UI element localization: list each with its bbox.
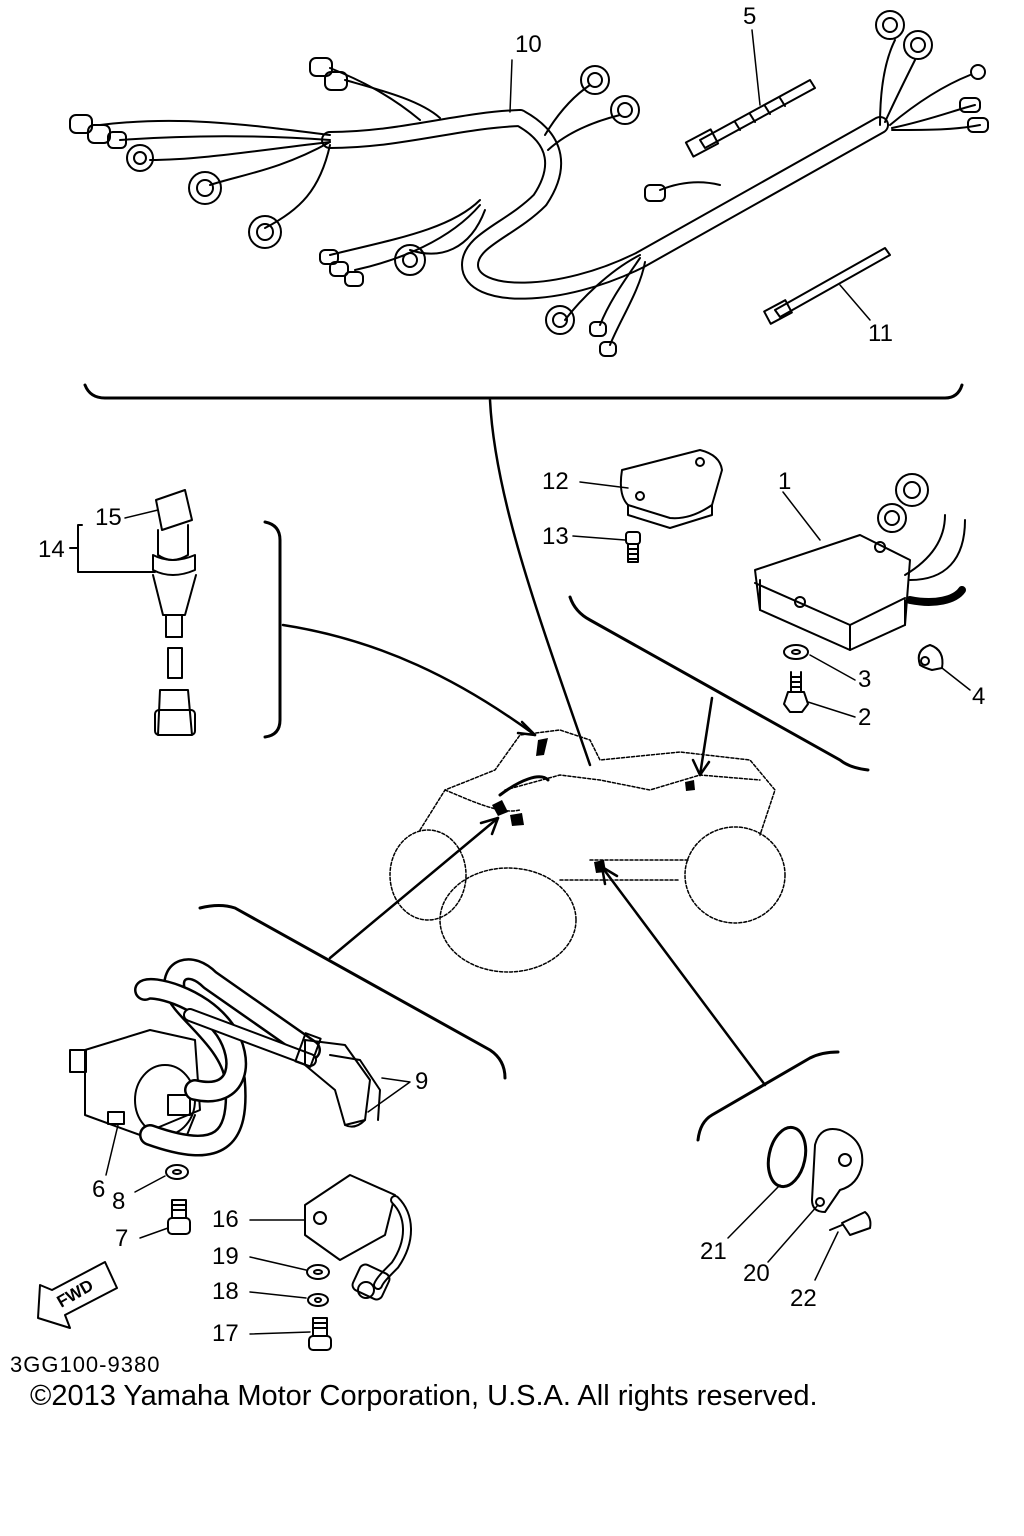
- sensor-bracket: [698, 1052, 838, 1140]
- atv-outline: [390, 730, 785, 972]
- high-tension-leads: [145, 969, 310, 1145]
- callout-6: 6: [92, 1176, 106, 1203]
- callout-21: 21: [700, 1238, 727, 1265]
- washer-3: [784, 645, 808, 659]
- diagram-code: 3GG100-9380: [10, 1352, 161, 1377]
- bolt-2: [784, 672, 808, 712]
- fwd-arrow: [38, 1262, 117, 1328]
- switch-bracket: [265, 522, 280, 737]
- location-arrows: [283, 400, 765, 1085]
- callout-16: 16: [212, 1206, 239, 1233]
- wire-harness: [70, 11, 988, 356]
- callout-9: 9: [415, 1068, 429, 1095]
- coil-bracket: [200, 906, 505, 1079]
- callout-1: 1: [778, 468, 792, 495]
- callout-12: 12: [542, 468, 569, 495]
- ignition-coil-6: [70, 1030, 200, 1145]
- callout-14: 14: [38, 536, 65, 563]
- washer-8: [166, 1165, 188, 1179]
- callout-13: 13: [542, 523, 569, 550]
- callout-20: 20: [743, 1260, 770, 1287]
- bolt-7: [168, 1200, 190, 1234]
- sensor-20: [812, 1129, 862, 1212]
- screw-13: [626, 532, 640, 562]
- clamp-4: [919, 645, 943, 670]
- lock-washer-18: [308, 1294, 328, 1306]
- callout-7: 7: [115, 1225, 129, 1252]
- callout-3: 3: [858, 666, 872, 693]
- o-ring-21: [763, 1124, 811, 1190]
- relay-12: [621, 450, 722, 528]
- callout-8: 8: [112, 1188, 126, 1215]
- leader-lines: [106, 30, 970, 1334]
- cable-tie-5: [686, 80, 815, 157]
- harness-bracket: [85, 385, 962, 398]
- cable-tie-11: [764, 248, 890, 324]
- callout-10: 10: [515, 31, 542, 58]
- callout-11: 11: [868, 320, 893, 347]
- callout-19: 19: [212, 1243, 239, 1270]
- callout-4: 4: [972, 683, 986, 710]
- callout-5: 5: [743, 3, 757, 30]
- callout-17: 17: [212, 1320, 239, 1347]
- washer-19: [307, 1265, 329, 1279]
- bolt-17: [309, 1318, 331, 1350]
- copyright-notice: ©2013 Yamaha Motor Corporation, U.S.A. A…: [30, 1380, 818, 1412]
- cdi-bracket: [570, 597, 868, 770]
- callout-22: 22: [790, 1285, 817, 1312]
- main-switch-assembly: [70, 490, 196, 735]
- igniter-16: [305, 1175, 407, 1301]
- atv-mount-marks: [492, 738, 695, 873]
- cdi-unit-1: [755, 474, 965, 650]
- callout-15: 15: [95, 504, 122, 531]
- callout-18: 18: [212, 1278, 239, 1305]
- screw-22: [830, 1212, 870, 1235]
- callout-2: 2: [858, 704, 872, 731]
